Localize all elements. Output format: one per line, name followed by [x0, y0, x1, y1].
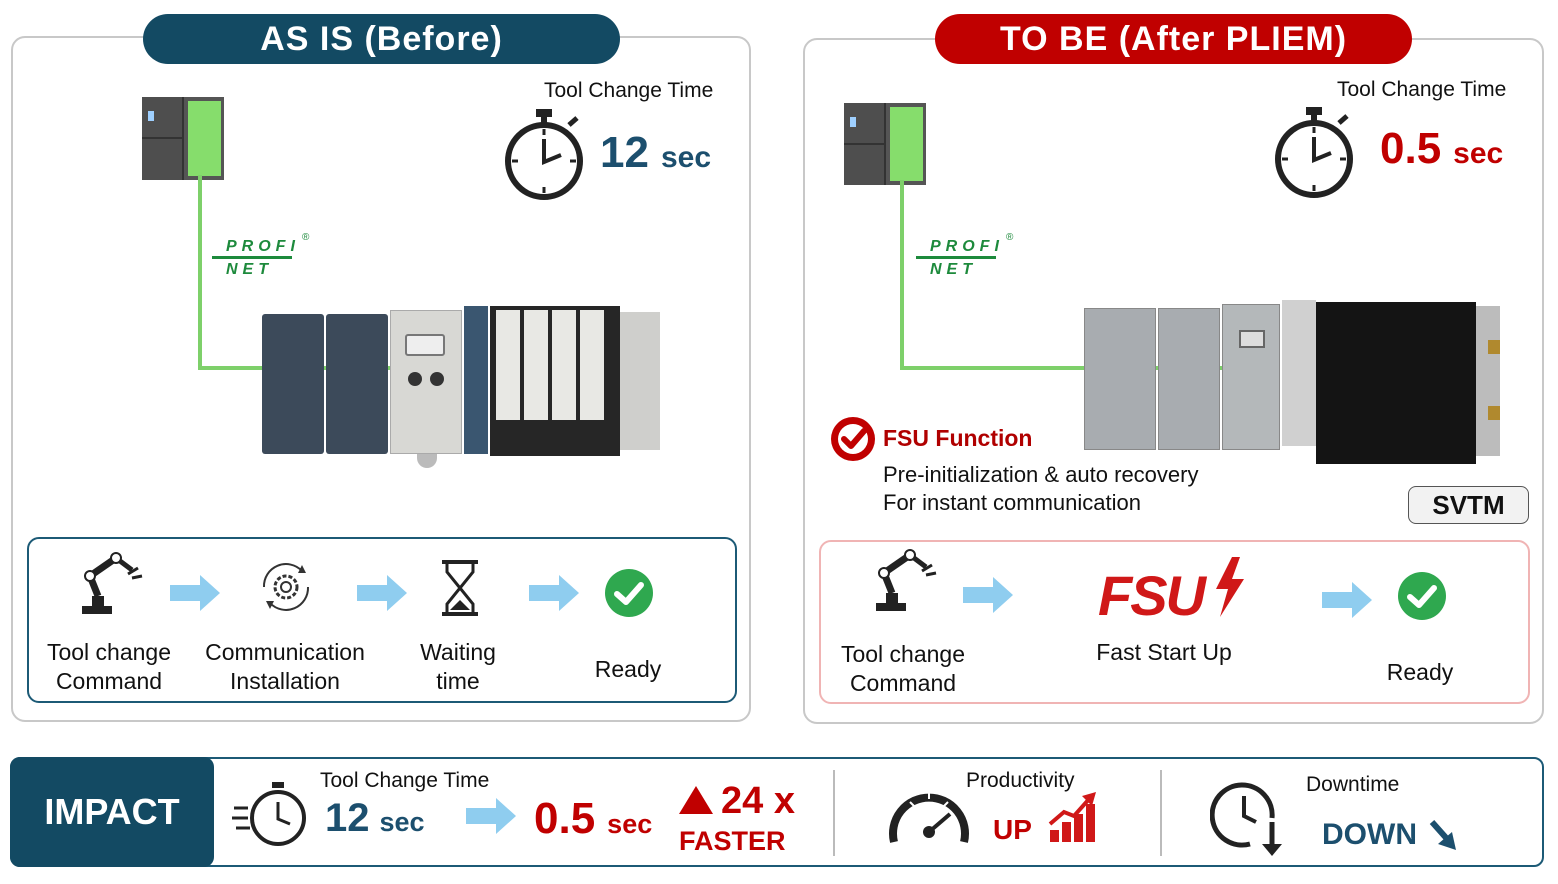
to-be-tool-change-time-label: Tool Change Time — [1337, 78, 1507, 101]
impact-tool-change-time-label: Tool Change Time — [320, 769, 490, 792]
svtm-valve-manifold-device — [1084, 300, 1504, 470]
arrow-down-right-icon — [1429, 820, 1456, 850]
profinet-logo: PROFI NET ® — [916, 232, 1016, 280]
step-tool-change-command: Tool change Command — [840, 641, 966, 696]
fsu-function-title: FSU Function — [883, 425, 1033, 451]
fsu-logo: FSU — [1096, 557, 1256, 627]
to-be-tool-change-time-value: 0.5 sec — [1380, 124, 1503, 174]
step-tool-change-command: Tool change Command — [46, 639, 172, 694]
triangle-up-icon — [679, 786, 713, 814]
io-valve-manifold-device — [262, 306, 668, 468]
arrow-right-icon — [170, 575, 220, 611]
divider — [1160, 770, 1162, 856]
step-fast-start-up: Fast Start Up — [1096, 639, 1232, 665]
impact-from-value: 12 sec — [325, 796, 425, 841]
to-be-tct-number: 0.5 — [1380, 124, 1442, 173]
arrow-right-icon — [1322, 582, 1372, 618]
gear-refresh-icon — [262, 563, 310, 611]
impact-to-number: 0.5 — [534, 794, 596, 843]
stopwatch-icon — [505, 109, 583, 200]
divider — [833, 770, 835, 856]
robot-arm-icon — [82, 552, 143, 614]
as-is-tool-change-time-label: Tool Change Time — [544, 79, 714, 102]
svtm-badge: SVTM — [1408, 486, 1529, 524]
as-is-tct-number: 12 — [600, 128, 649, 177]
check-circle-icon — [831, 417, 875, 461]
impact-faster: FASTER — [679, 826, 786, 856]
speedometer-icon — [889, 792, 969, 843]
arrow-right-icon — [466, 798, 516, 834]
chart-up-icon — [1048, 792, 1096, 842]
impact-factor: 24 x — [721, 780, 795, 822]
as-is-tct-unit: sec — [660, 141, 712, 174]
profinet-logo: PROFI NET ® — [212, 232, 312, 280]
impact-from-unit: sec — [379, 807, 425, 837]
impact-to-value: 0.5 sec — [534, 794, 652, 844]
impact-productivity-value: UP — [993, 814, 1032, 845]
plc-controller — [844, 103, 926, 185]
check-circle-icon — [605, 569, 653, 617]
arrow-right-icon — [529, 575, 579, 611]
robot-arm-icon — [876, 549, 937, 611]
impact-productivity-label: Productivity — [966, 769, 1075, 792]
hourglass-icon — [442, 560, 478, 616]
arrow-right-icon — [357, 575, 407, 611]
check-circle-icon — [1398, 572, 1446, 620]
step-ready: Ready — [1386, 659, 1454, 685]
impact-downtime-label: Downtime — [1306, 773, 1400, 796]
fsu-logo-text: FSU — [1098, 564, 1206, 627]
as-is-tool-change-time-value: 12 sec — [600, 128, 711, 178]
impact-label: IMPACT — [10, 757, 214, 867]
to-be-tct-unit: sec — [1453, 137, 1504, 170]
to-be-title: TO BE (After PLIEM) — [935, 14, 1412, 64]
fsu-function-desc-2: For instant communication — [883, 490, 1141, 515]
step-communication-installation: Communication Installation — [205, 639, 365, 694]
step-waiting-time: Waiting time — [420, 639, 496, 694]
lightning-icon — [1216, 557, 1244, 617]
impact-downtime-value: DOWN — [1322, 818, 1417, 851]
plc-controller — [142, 97, 224, 180]
clock-down-icon — [1210, 782, 1282, 856]
impact-to-unit: sec — [607, 809, 653, 839]
fast-clock-icon — [232, 782, 306, 846]
step-ready: Ready — [594, 656, 662, 682]
fsu-function-desc-1: Pre-initialization & auto recovery — [883, 462, 1199, 487]
impact-from-number: 12 — [325, 796, 370, 840]
arrow-right-icon — [963, 577, 1013, 613]
to-be-process-box — [819, 540, 1530, 704]
as-is-process-box — [27, 537, 737, 703]
stopwatch-icon — [1275, 107, 1353, 198]
as-is-title: AS IS (Before) — [143, 14, 620, 64]
